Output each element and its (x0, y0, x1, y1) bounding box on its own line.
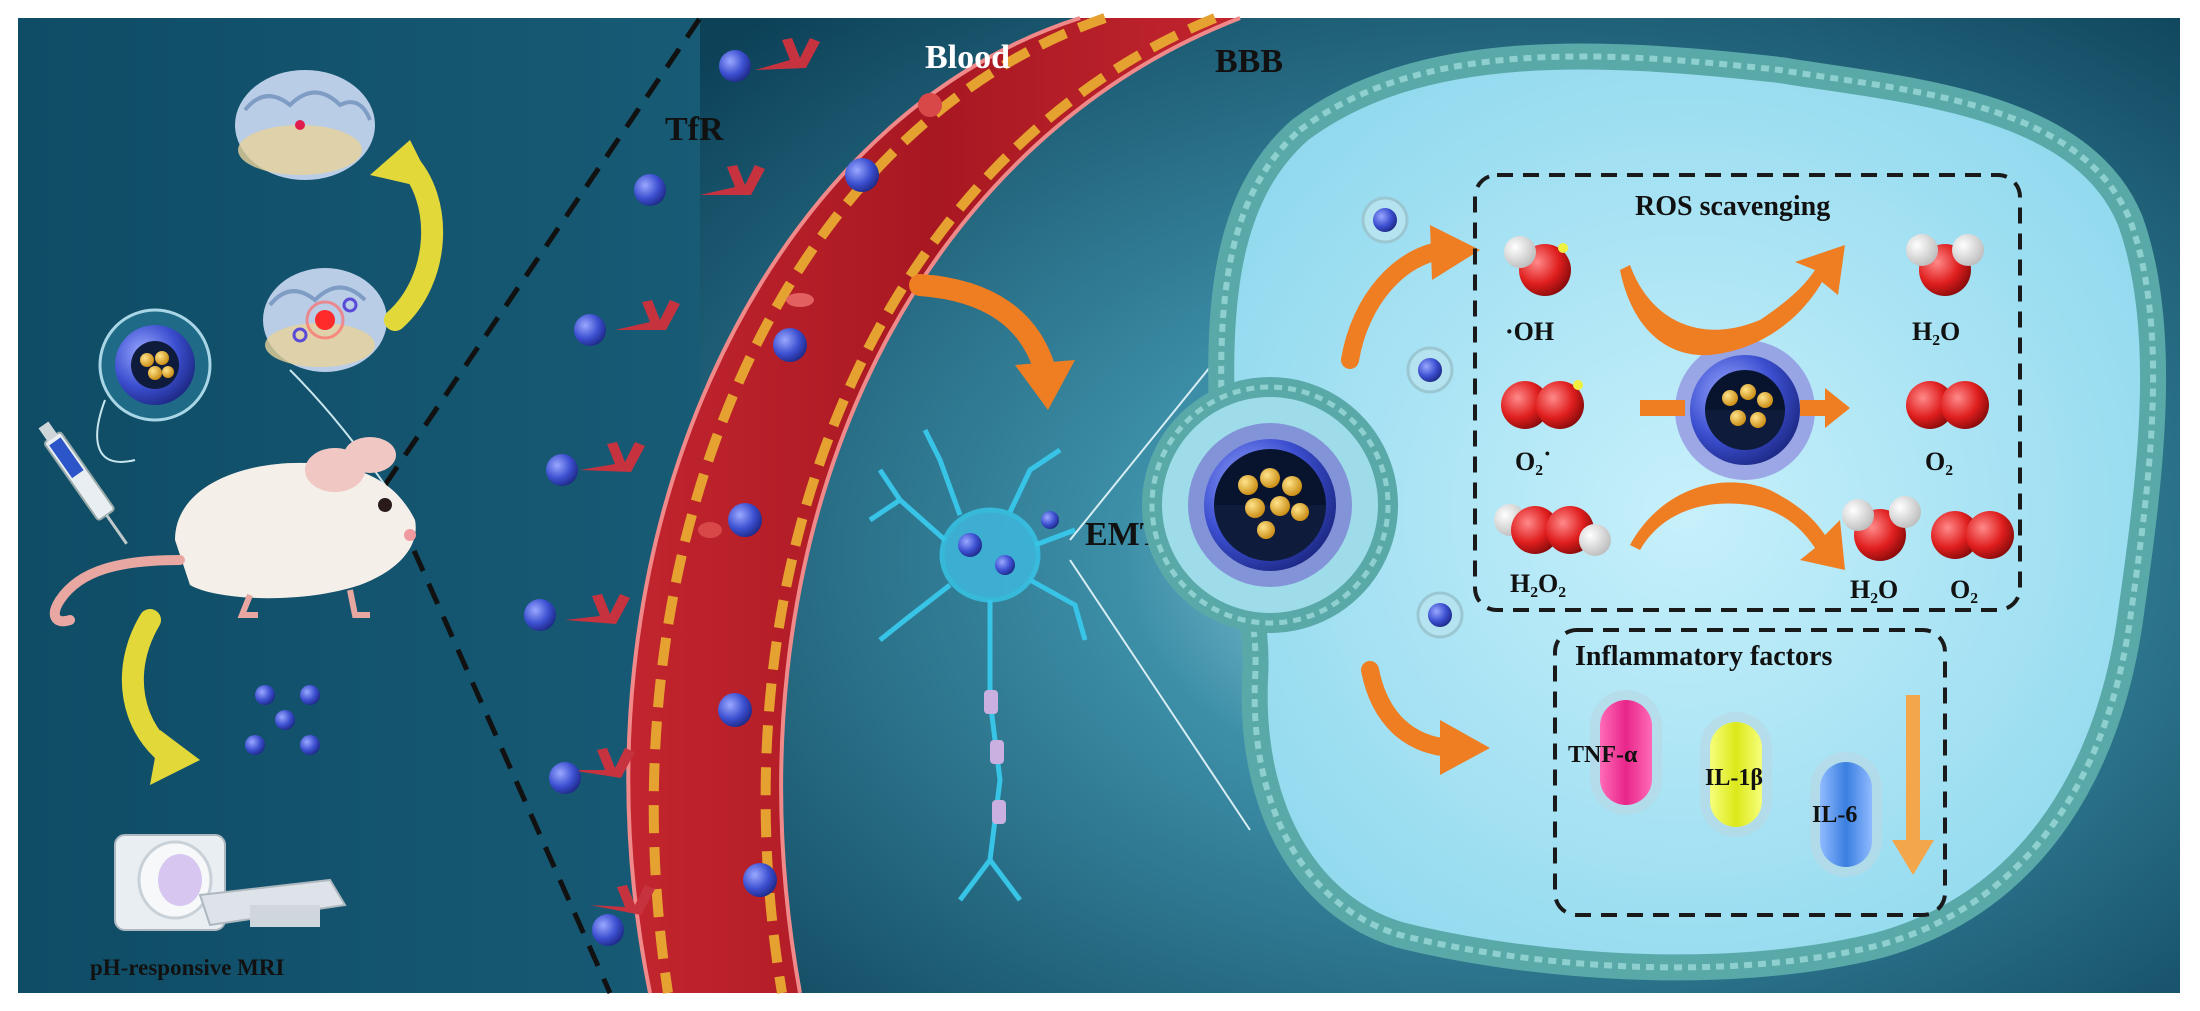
hydroxyl-radical-icon (1504, 236, 1571, 296)
syringe-icon (38, 421, 128, 545)
il6-label: IL-6 (1812, 802, 1857, 828)
brain-lesion-icon (263, 268, 387, 372)
zoom-lines (382, 16, 703, 995)
ros-arrow (1341, 241, 1454, 369)
o2-radical-label: O₂˙ (1515, 447, 1552, 476)
water-molecule-icon (1906, 234, 1984, 296)
inflammatory-title: Inflammatory factors (1575, 641, 1832, 672)
blood-label: Blood (925, 39, 1010, 76)
o2-label-b: O₂ (1950, 575, 1978, 604)
cytokine-capsule-tnf (1590, 690, 1662, 815)
inflammatory-box (1553, 628, 1947, 917)
neuron-internal-particles (958, 511, 1059, 824)
cytokine-arrow (1361, 661, 1459, 757)
superoxide-icon (1501, 380, 1584, 429)
water-molecule-icon-2 (1842, 496, 1921, 561)
cytokine-capsule-il6 (1810, 752, 1882, 877)
il1-label: IL-1β (1705, 765, 1763, 791)
blood-vessel (626, 13, 1241, 994)
oxygen-molecule-icon-2 (1931, 511, 2014, 559)
brain-icon (235, 70, 375, 180)
contrast-particles (245, 685, 320, 755)
oh-label: ·OH (1505, 317, 1554, 346)
mouse-icon (49, 437, 416, 627)
ros-scavenging-box (1473, 173, 2022, 612)
cytokine-capsule-il1 (1700, 712, 1772, 837)
tfr-receptors (524, 38, 820, 946)
ros-nanoparticle-icon (1675, 340, 1815, 480)
nanoparticle-inset-icon (98, 308, 212, 422)
neuron-icon (868, 428, 1088, 902)
o2-label-a: O₂ (1925, 447, 1953, 476)
mri-scanner-icon (114, 834, 347, 931)
nanoparticle-icon (1188, 423, 1352, 587)
tfr-label: TfR (665, 111, 724, 148)
conversion-arrows (1620, 245, 1850, 570)
ros-title: ROS scavenging (1635, 191, 1830, 222)
bbb-label: BBB (1215, 43, 1283, 80)
h2o2-molecule-icon (1494, 504, 1611, 556)
internalized-nanoparticles (1361, 196, 1464, 639)
vessel-nanoparticles (698, 93, 942, 897)
tnf-label: TNF-α (1568, 742, 1638, 768)
h2o-label-a: H₂O (1912, 317, 1960, 346)
decrease-arrow (1892, 695, 1934, 875)
h2o2-label: H₂O₂ (1510, 569, 1566, 598)
h2o-label-b: H₂O (1850, 575, 1898, 604)
oxygen-molecule-icon (1906, 381, 1989, 429)
mri-label: pH-responsive MRI (90, 955, 284, 980)
entry-arrow (909, 274, 1056, 381)
